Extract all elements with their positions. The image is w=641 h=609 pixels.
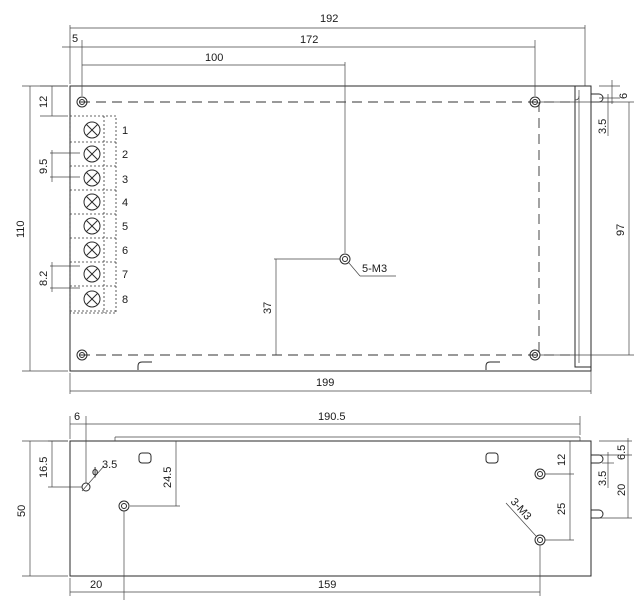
top-hole-center [339,253,351,265]
terminal-block [69,115,117,314]
dim-side-20: 20 [69,511,125,600]
dim-side-right-slot: 6.5 3.5 20 [597,438,632,519]
svg-text:3.5: 3.5 [102,459,117,471]
terminal-label-8: 8 [122,294,128,306]
dim-16.5: 16.5 [38,440,82,488]
side-view: 6 190.5 16.5 50 ϕ 3.5 [16,411,632,600]
svg-text:159: 159 [318,579,336,591]
dim-199: 199 [69,371,592,394]
dim-side-right-12-25: 12 25 [545,441,574,541]
svg-text:5: 5 [72,33,78,45]
terminal-screw-7 [70,265,116,287]
dim-side-6: 6 [69,411,87,483]
top-right-flange [574,85,592,368]
terminal-label-4: 4 [122,197,128,209]
svg-text:20: 20 [616,484,628,496]
side-hole-right-top [534,468,546,480]
dim-172: 172 [82,34,536,96]
dim-97: 97 [540,101,634,356]
terminal-label-1: 1 [122,125,128,137]
svg-text:12: 12 [556,454,568,466]
dim-9.5: 9.5 [38,150,80,182]
svg-text:3.5: 3.5 [597,471,609,486]
terminal-label-3: 3 [122,174,128,186]
terminal-label-2: 2 [122,149,128,161]
svg-text:20: 20 [90,579,102,591]
dim-192: 192 [69,13,586,86]
svg-text:ϕ: ϕ [92,466,98,478]
terminal-screw-2 [70,145,116,167]
dim-24.5: 24.5 [130,441,180,507]
terminal-screw-6 [70,241,116,263]
terminal-label-5: 5 [122,221,128,233]
svg-text:6: 6 [618,93,630,99]
terminal-screw-5 [70,217,116,239]
dim-37: 37 [262,258,340,355]
terminal-numbers: 1 2 3 4 5 6 7 8 [122,125,128,306]
svg-text:110: 110 [15,220,27,238]
terminal-screw-3 [70,169,116,191]
dim-50: 50 [16,440,68,577]
top-view: 1 2 3 4 5 6 7 8 192 5 172 [15,13,634,394]
svg-text:190.5: 190.5 [318,411,346,423]
svg-text:3.5: 3.5 [597,119,609,134]
svg-text:9.5: 9.5 [38,159,50,174]
svg-text:6.5: 6.5 [616,445,628,460]
leader-5-m3: 5-M3 [348,262,396,277]
side-slot-right [485,452,499,464]
dim-110: 110 [15,85,68,372]
svg-text:192: 192 [320,13,338,25]
svg-text:50: 50 [16,505,28,517]
side-slot-left [138,452,152,464]
terminal-screw-4 [70,193,116,215]
terminal-label-6: 6 [122,245,128,257]
terminal-screw-1 [70,121,116,143]
dim-right-slot: 6 3.5 [597,80,630,136]
dim-190.5: 190.5 [86,411,581,435]
svg-text:12: 12 [38,96,50,108]
dim-8.2: 8.2 [38,262,80,292]
svg-text:24.5: 24.5 [162,467,174,488]
leader-diameter-3.5: ϕ 3.5 [81,459,117,492]
dim-159: 159 [124,545,541,596]
top-body-outline [69,85,592,372]
top-hole-bl [76,349,88,361]
svg-text:6: 6 [74,411,80,423]
dim-5: 5 [62,33,83,96]
svg-text:16.5: 16.5 [38,457,50,478]
terminal-screw-8 [70,290,116,312]
top-hole-tl [76,96,88,108]
side-hole-mid [118,500,130,512]
svg-text:100: 100 [205,52,223,64]
svg-text:172: 172 [300,34,318,46]
svg-text:97: 97 [615,224,627,236]
side-hole-right-bottom [534,534,546,546]
svg-text:199: 199 [316,377,334,389]
leader-3-m3: 3-M3 [505,496,537,537]
svg-text:25: 25 [556,503,568,515]
dim-12-left: 12 [38,85,68,117]
dim-100: 100 [82,52,346,253]
terminal-label-7: 7 [122,269,128,281]
svg-text:8.2: 8.2 [38,271,50,286]
side-body-outline [69,440,592,577]
svg-text:37: 37 [262,302,274,314]
svg-text:5-M3: 5-M3 [362,263,387,275]
